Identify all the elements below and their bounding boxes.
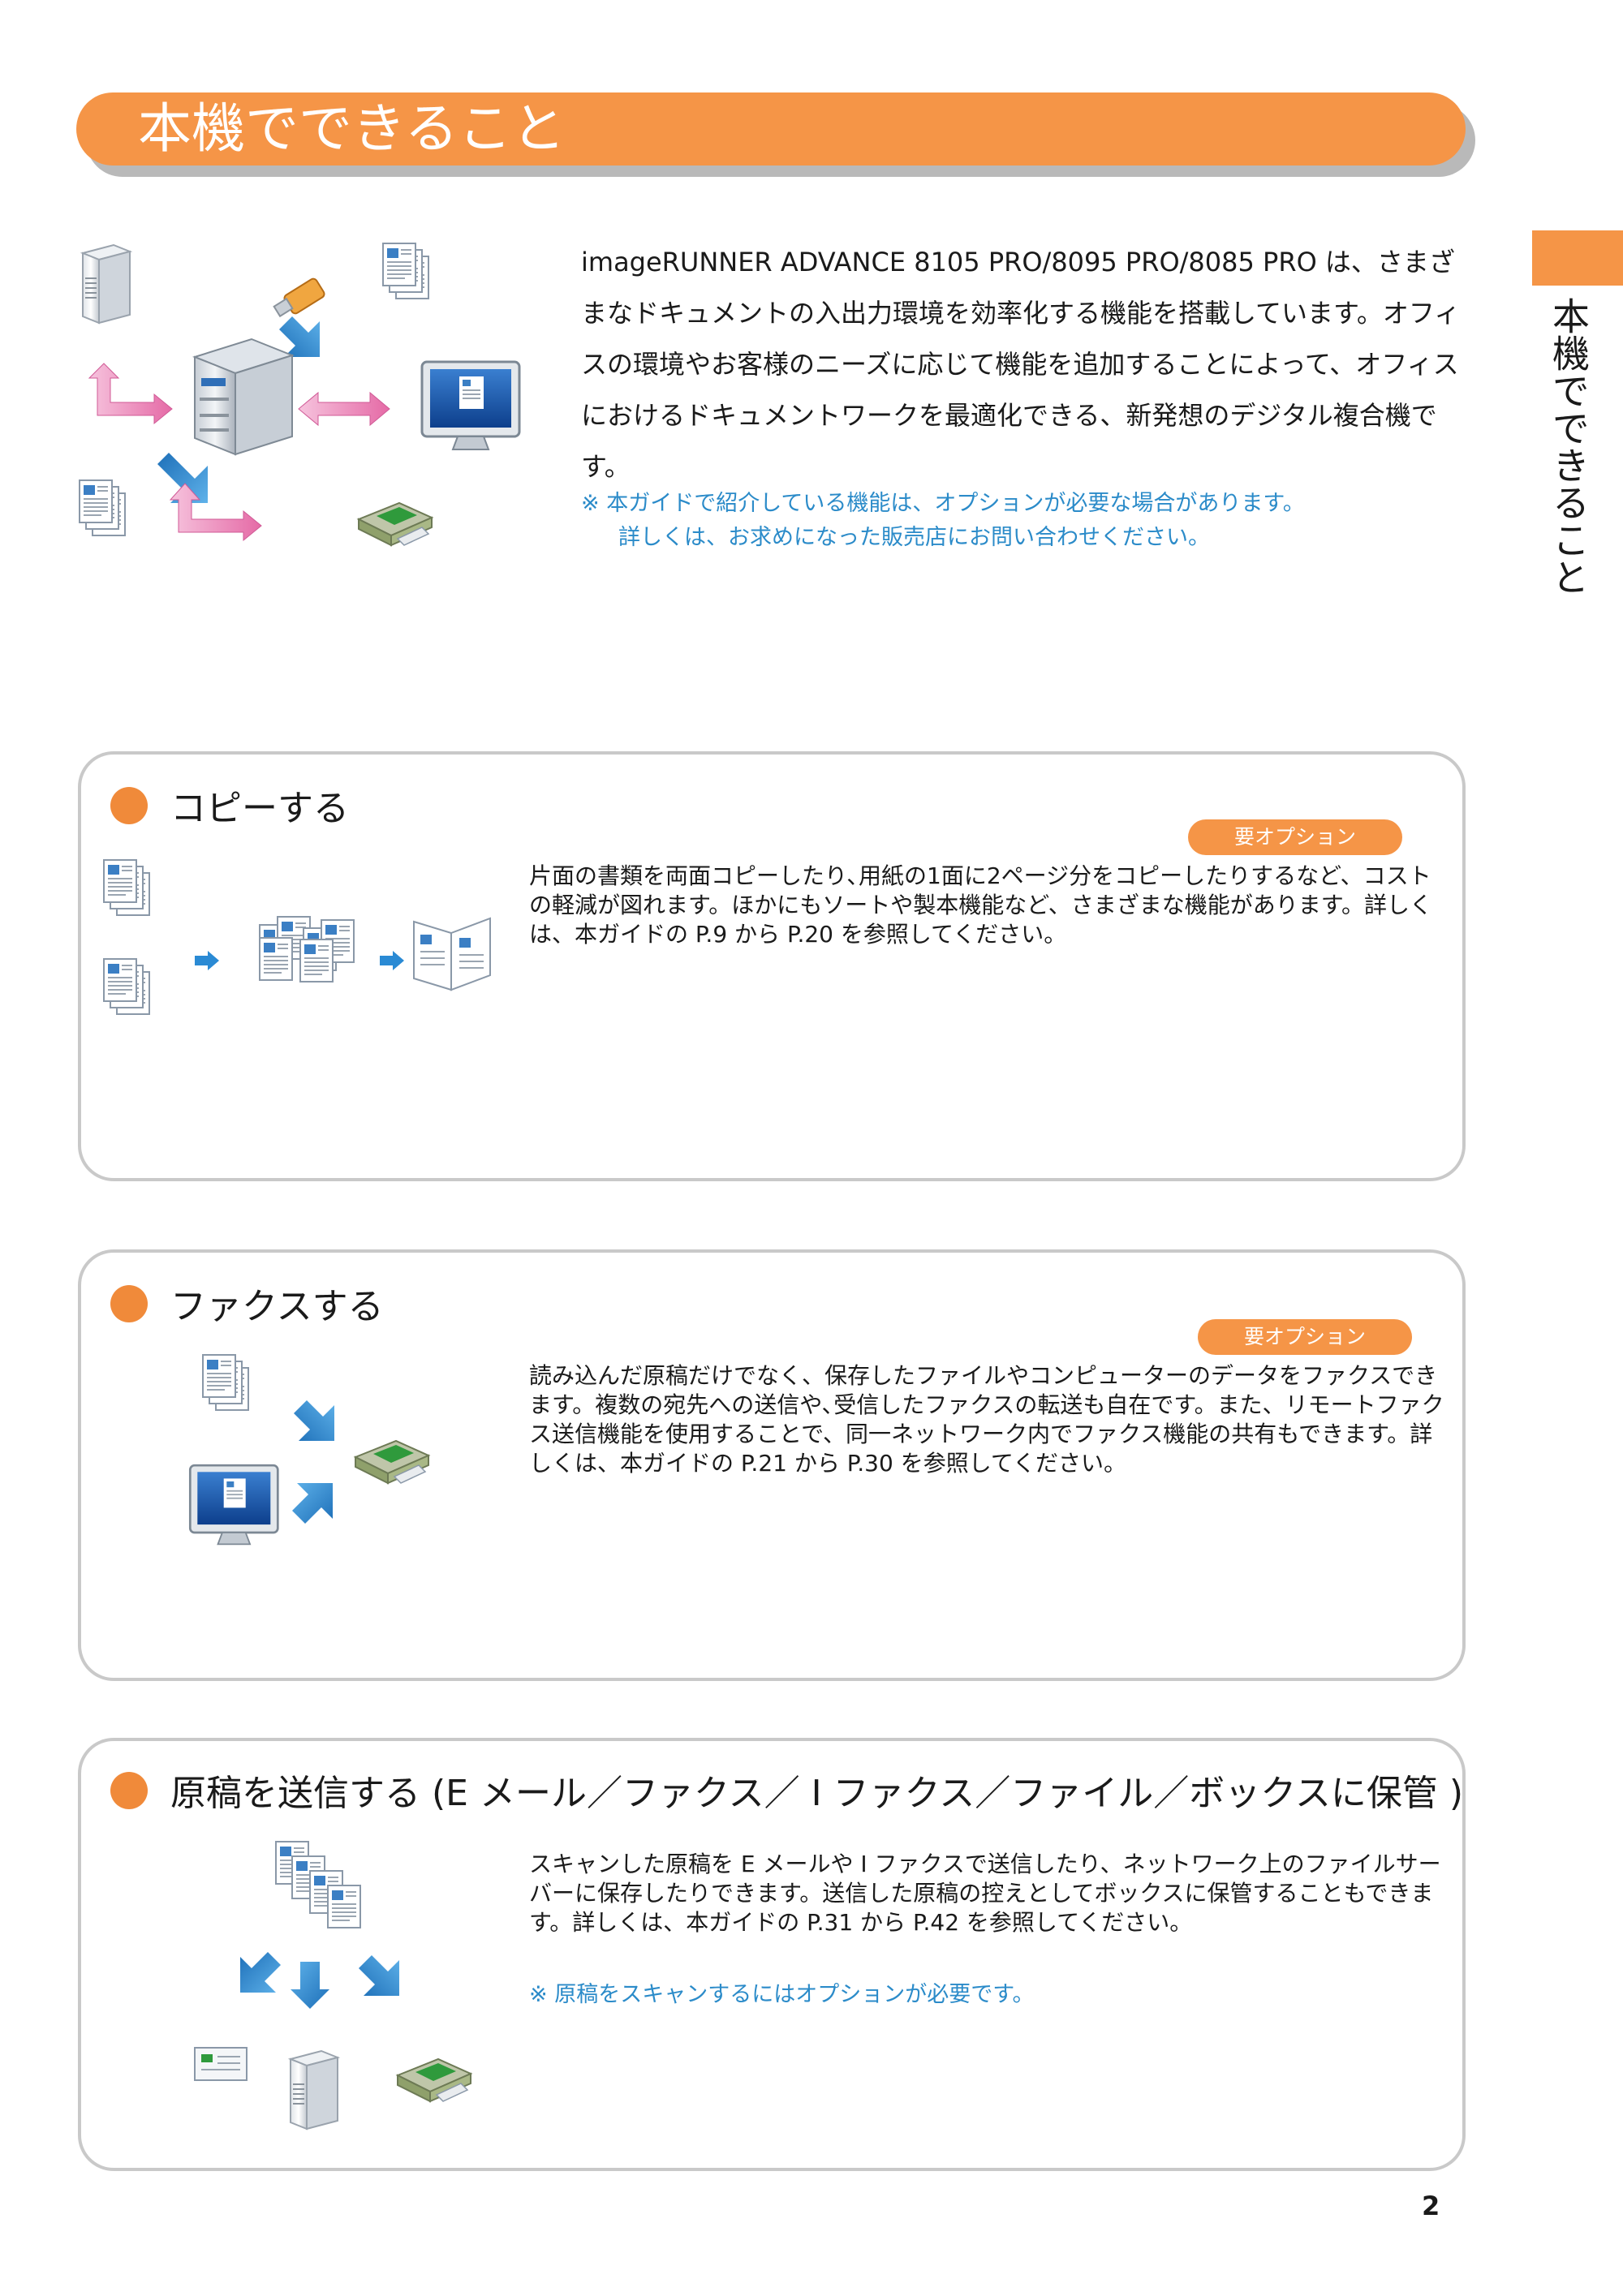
pink-double-arrow-icon xyxy=(298,391,390,427)
arrow-down-right-icon xyxy=(359,1955,399,1996)
side-tab xyxy=(1532,230,1623,286)
mfp-icon xyxy=(192,338,295,456)
section-copy: コピーする 要オプション 片面の書類を両面コピーしたり､用紙の1面に2ページ分を… xyxy=(78,751,1466,1181)
section-body: 読み込んだ原稿だけでなく、保存したファイルやコンピューターのデータをファクスでき… xyxy=(529,1362,1444,1477)
duplex-documents-icon xyxy=(259,916,355,982)
title-bar xyxy=(76,92,1466,166)
arrow-down-left-icon xyxy=(240,1952,281,1993)
email-icon xyxy=(194,2047,248,2081)
section-title: コピーする xyxy=(170,788,349,829)
page-number: 2 xyxy=(1422,2191,1440,2221)
copy-illustration xyxy=(97,860,491,1071)
fax-icon xyxy=(355,1440,429,1484)
page-title: 本機でできること xyxy=(138,97,566,160)
pink-arrow-icon xyxy=(169,483,262,542)
monitor-icon xyxy=(188,1464,279,1546)
intro-illustration xyxy=(73,235,521,546)
intro-note-line1: ※ 本ガイドで紹介している機能は、オプションが必要な場合があります。 xyxy=(581,491,1305,516)
arrow-down-icon xyxy=(291,1962,329,2009)
document-stack-icon xyxy=(80,480,125,535)
bullet-icon xyxy=(110,1772,148,1809)
arrow-right-icon xyxy=(380,951,404,970)
fax-illustration xyxy=(188,1350,429,1546)
arrow-right-icon xyxy=(195,951,219,970)
section-title: 原稿を送信する (E メール／ファクス／ I ファクス／ファイル／ボックスに保管… xyxy=(170,1773,1464,1814)
server-icon xyxy=(290,2050,338,2130)
scanned-documents-icon xyxy=(275,1841,361,1928)
send-illustration xyxy=(194,1841,471,2130)
document-stack-icon xyxy=(383,243,428,299)
pink-arrow-icon xyxy=(88,363,173,425)
intro-note: ※ 本ガイドで紹介している機能は、オプションが必要な場合があります。 詳しくは、… xyxy=(581,487,1477,555)
bullet-icon xyxy=(110,1285,148,1322)
intro-text: imageRUNNER ADVANCE 8105 PRO/8095 PRO/80… xyxy=(581,247,1461,482)
section-fax: ファクスする 要オプション 読み込んだ原稿だけでなく、保存したファイルやコンピュ… xyxy=(78,1249,1466,1681)
option-badge: 要オプション xyxy=(1198,1319,1412,1355)
booklet-icon xyxy=(413,917,491,991)
arrow-in-icon xyxy=(279,316,320,357)
document-stack-icon xyxy=(104,959,149,1014)
server-icon xyxy=(82,244,131,324)
monitor-icon xyxy=(420,360,521,451)
bullet-icon xyxy=(110,787,148,824)
document-stack-icon xyxy=(203,1355,248,1410)
document-stack-icon xyxy=(104,860,149,915)
section-body: 片面の書類を両面コピーしたり､用紙の1面に2ページ分をコピーしたりするなど、コス… xyxy=(529,862,1433,948)
arrow-icon xyxy=(294,1400,334,1441)
section-send: 原稿を送信する (E メール／ファクス／ I ファクス／ファイル／ボックスに保管… xyxy=(78,1738,1466,2171)
usb-memory-icon xyxy=(273,277,325,318)
section-title: ファクスする xyxy=(170,1286,384,1327)
section-note: ※ 原稿をスキャンするにはオプションが必要です。 xyxy=(529,1982,1035,2007)
section-body: スキャンした原稿を E メールや I ファクスで送信したり、ネットワーク上のファ… xyxy=(529,1851,1441,1936)
intro-note-line2: 詳しくは、お求めになった販売店にお問い合わせください。 xyxy=(618,525,1210,550)
side-tab-label: 本機でできること xyxy=(1547,297,1591,595)
option-badge: 要オプション xyxy=(1188,819,1402,855)
fax-icon xyxy=(397,2058,471,2102)
arrow-icon xyxy=(292,1483,333,1524)
fax-icon xyxy=(358,502,433,546)
